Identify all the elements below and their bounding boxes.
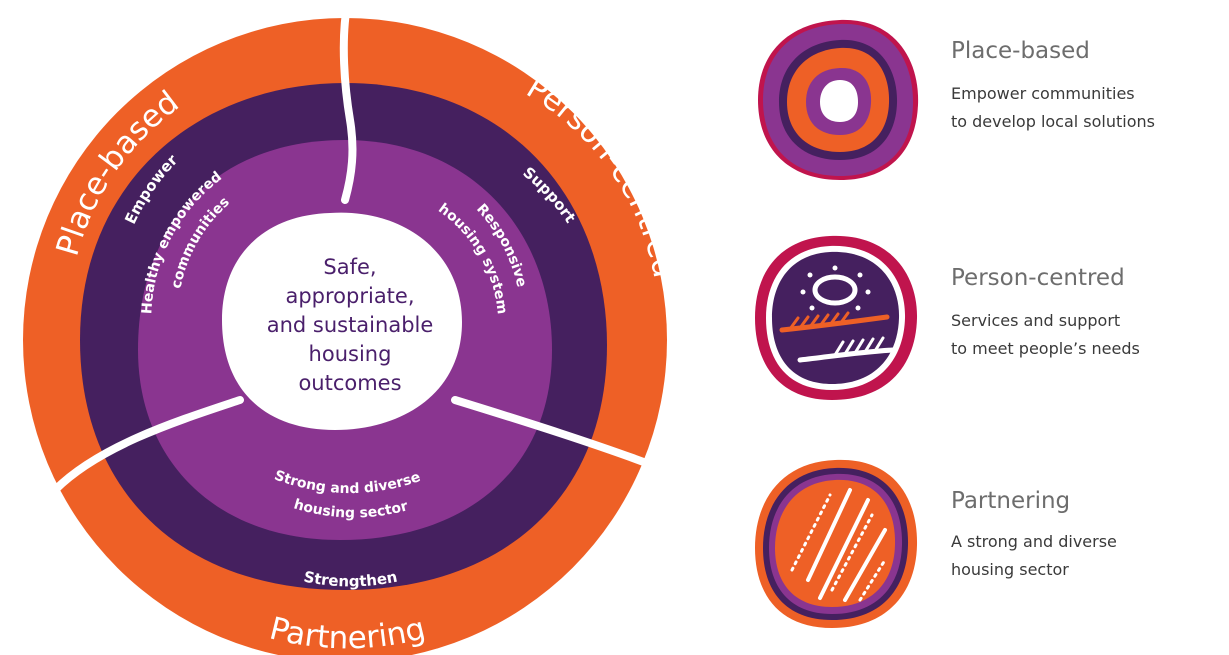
center-line-5: outcomes — [298, 371, 401, 395]
center-line-2: appropriate, — [285, 284, 414, 308]
legend-desc-place-based-2: to develop local solutions — [951, 112, 1155, 131]
legend-title-person-centred: Person-centred — [951, 265, 1125, 291]
legend-desc-person-centred-1: Services and support — [951, 311, 1120, 330]
divider-right — [451, 396, 669, 474]
legend-desc-partnering-2: housing sector — [951, 560, 1069, 579]
divider-top — [339, 0, 357, 204]
person-centred-icon — [755, 235, 918, 400]
legend-item-partnering: Partnering A strong and diverse housing … — [951, 488, 1117, 579]
center-line-4: housing — [309, 342, 392, 366]
legend-title-place-based: Place-based — [951, 38, 1090, 64]
middle-label-strengthen: Strengthen — [302, 568, 399, 591]
divider-left — [51, 396, 244, 494]
center-circle — [222, 212, 462, 430]
legend-desc-person-centred-2: to meet people’s needs — [951, 339, 1140, 358]
legend-title-partnering: Partnering — [951, 488, 1070, 514]
center-text: Safe, appropriate, and sustainable housi… — [267, 255, 434, 395]
legend-item-person-centred: Person-centred Services and support to m… — [951, 265, 1140, 358]
diagonal-lines-icon — [755, 459, 918, 628]
center-line-1: Safe, — [323, 255, 376, 279]
legend-desc-partnering-1: A strong and diverse — [951, 532, 1117, 551]
center-line-3: and sustainable — [267, 313, 434, 337]
sector-dividers — [51, 0, 669, 494]
legend-desc-place-based-1: Empower communities — [951, 84, 1135, 103]
legend-item-place-based: Place-based Empower communities to devel… — [951, 38, 1155, 131]
concentric-circles-icon — [758, 19, 919, 180]
